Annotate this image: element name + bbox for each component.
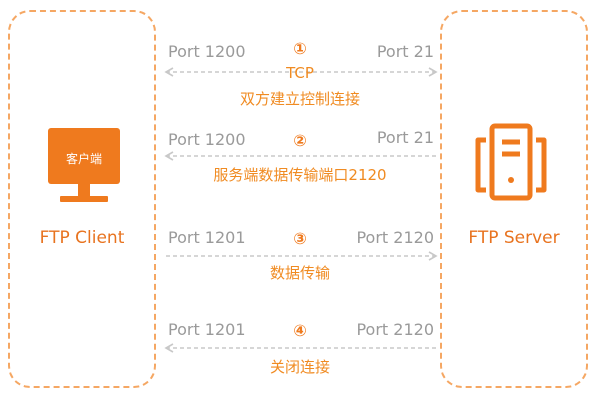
- server-label: FTP Server: [468, 228, 560, 248]
- step1-number: ①: [293, 39, 307, 58]
- step2-left-port: Port 1200: [168, 130, 246, 149]
- step3-caption: 数据传输: [269, 264, 330, 282]
- client-label: FTP Client: [39, 228, 125, 248]
- monitor-label: 客户端: [65, 152, 102, 166]
- step3-number: ③: [293, 229, 307, 248]
- step2-caption: 服务端数据传输端口2120: [213, 166, 387, 184]
- step2-right-port: Port 21: [376, 128, 434, 147]
- server-icon: [475, 123, 547, 201]
- step3-arrowhead-right: [428, 251, 438, 261]
- step1-arrowhead-right: [428, 67, 438, 77]
- step1-caption-2: 双方建立控制连接: [239, 90, 360, 108]
- step1-left-port: Port 1200: [168, 42, 246, 61]
- step1-caption-1: TCP: [286, 64, 314, 82]
- step4-left-port: Port 1201: [168, 320, 246, 339]
- step4-arrowhead-left: [164, 343, 174, 353]
- step4-caption: 关闭连接: [269, 358, 330, 376]
- monitor-icon: [48, 128, 120, 202]
- step4-right-port: Port 2120: [356, 320, 434, 339]
- step4-number: ④: [293, 321, 307, 340]
- step3-left-port: Port 1201: [168, 228, 246, 247]
- server-panel: [440, 10, 588, 388]
- arrows-layer: [164, 67, 438, 353]
- client-panel: [8, 10, 156, 388]
- step1-right-port: Port 21: [376, 42, 434, 61]
- step2-arrowhead-left: [164, 151, 174, 161]
- step3-right-port: Port 2120: [356, 228, 434, 247]
- step1-arrowhead-left: [164, 67, 174, 77]
- step2-number: ②: [293, 131, 307, 150]
